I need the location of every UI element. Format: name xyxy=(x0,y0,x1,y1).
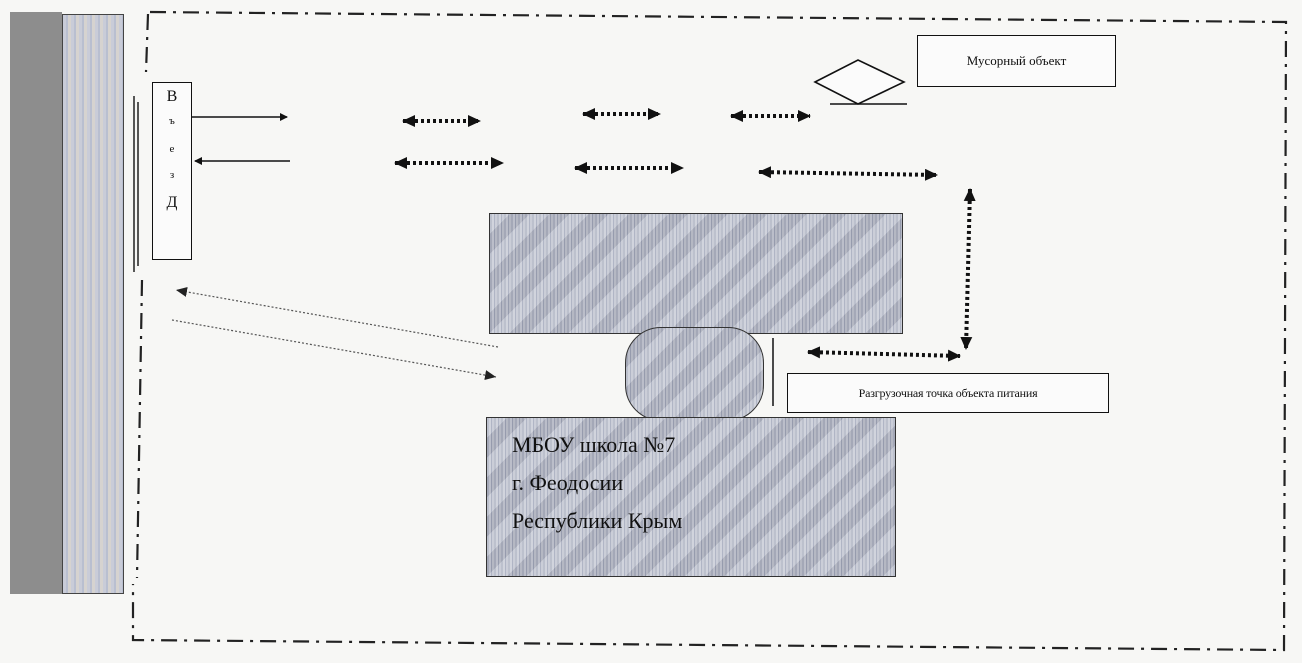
entry-letter: ъ xyxy=(169,115,175,127)
building-connector xyxy=(625,327,764,421)
territory-boundary xyxy=(131,10,1288,652)
route-arrow xyxy=(807,346,961,362)
gate-lines xyxy=(133,96,139,272)
unloading-point-label: Разгрузочная точка объекта питания xyxy=(787,373,1109,413)
entry-letter: Д xyxy=(166,194,178,211)
trash-object-label: Мусорный объект xyxy=(917,35,1116,87)
route-arrow xyxy=(960,188,976,350)
entry-letter: з xyxy=(169,169,175,181)
school-name-line: МБОУ школа №7 xyxy=(512,432,676,457)
road-strip-light xyxy=(62,14,124,594)
entry-letter: В xyxy=(166,88,178,105)
trash-object-symbol xyxy=(813,59,907,105)
entry-label-box: В ъ е з Д xyxy=(152,82,192,260)
school-building xyxy=(486,417,896,577)
route-arrow xyxy=(758,166,938,181)
pedestrian-arrow xyxy=(175,286,499,348)
road-strip-dark xyxy=(10,12,62,594)
building-upper xyxy=(489,213,903,334)
entry-letter: е xyxy=(169,143,175,155)
school-city-line: г. Феодосии xyxy=(512,470,624,495)
school-republic-line: Республики Крым xyxy=(512,508,683,533)
pedestrian-arrow xyxy=(171,319,497,381)
route-arrows xyxy=(394,108,976,362)
